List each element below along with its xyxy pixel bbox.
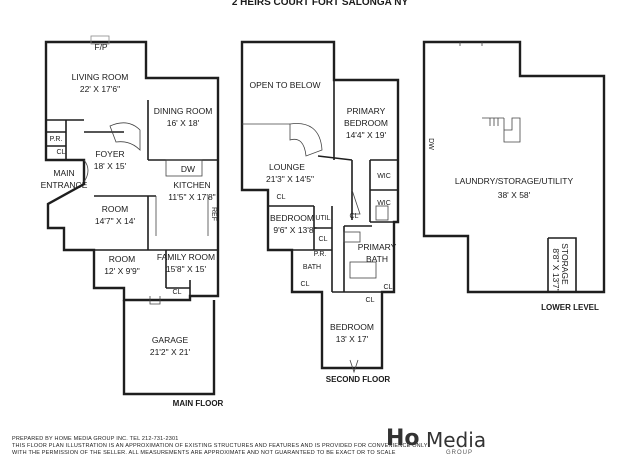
room-2-label: ROOM — [109, 254, 135, 264]
main-floor-plan — [44, 35, 220, 396]
room-2-dims: 12' X 9'9" — [104, 266, 140, 276]
dishwasher-label: DW — [181, 164, 195, 174]
kitchen-island — [165, 159, 203, 177]
closet-f-label: CL — [366, 297, 375, 304]
kitchen-label: KITCHEN — [173, 180, 210, 190]
logo-media: Media — [426, 428, 487, 452]
lower-level-plan — [422, 40, 606, 294]
bedroom-a-label: BEDROOM — [270, 213, 314, 223]
homedia-logo: Ho Media GROUP — [382, 424, 486, 460]
lounge-label: LOUNGE — [269, 162, 305, 172]
laundry-dims: 38' X 58' — [498, 190, 531, 200]
storage-label: STORAGE — [560, 243, 570, 285]
second-floor-labels: OPEN TO BELOW PRIMARY BEDROOM 14'4" X 19… — [249, 80, 396, 384]
logo-ho: Ho — [386, 426, 420, 451]
bath-label: BATH — [303, 264, 321, 271]
garage-dims: 21'2" X 21' — [150, 347, 191, 357]
wic-1-label: WIC — [377, 173, 391, 180]
bathtub — [349, 261, 377, 279]
laundry-label: LAUNDRY/STORAGE/UTILITY — [455, 176, 574, 186]
primary-bedroom-label: PRIMARY — [347, 106, 386, 116]
primary-bath-label: PRIMARY — [358, 242, 397, 252]
address-header: 2 HEIRS COURT FORT SALONGA NY — [232, 0, 409, 8]
bedroom-b-label: BEDROOM — [330, 322, 374, 332]
room-1-label: ROOM — [102, 204, 128, 214]
second-floor-plan — [240, 40, 400, 374]
foyer-label: FOYER — [95, 149, 124, 159]
main-floor-caption: MAIN FLOOR — [173, 399, 224, 408]
primary-bedroom-label-2: BEDROOM — [344, 118, 388, 128]
footer-line-2: THIS FLOOR PLAN ILLUSTRATION IS AN APPRO… — [12, 443, 428, 449]
lower-level-caption: LOWER LEVEL — [541, 303, 599, 312]
bedroom-b-dims: 13' X 17' — [336, 334, 369, 344]
kitchen-dims: 11'5" X 17'8" — [168, 192, 215, 202]
second-floor-caption: SECOND FLOOR — [326, 375, 391, 384]
open-to-below-label: OPEN TO BELOW — [249, 80, 320, 90]
logo-group: GROUP — [446, 450, 474, 456]
storage-dims: 8'8" X 13'7" — [551, 248, 561, 291]
room-1-dims: 14'7" X 14' — [95, 216, 136, 226]
wic-2-label: WIC — [377, 200, 391, 207]
primary-bedroom-dims: 14'4" X 19' — [346, 130, 387, 140]
wic-shelf — [375, 205, 389, 221]
main-entrance-label-2: ENTRANCE — [41, 180, 88, 190]
closet-label: CL — [57, 149, 66, 156]
vanity — [343, 231, 361, 243]
closet-b-label: CL — [319, 236, 328, 243]
main-entrance-label: MAIN — [53, 168, 74, 178]
dining-room-label: DINING ROOM — [154, 106, 213, 116]
dining-room-dims: 16' X 18' — [167, 118, 200, 128]
foyer-dims: 18' X 15' — [94, 161, 127, 171]
powder-room-label: P.R. — [50, 136, 63, 143]
closet-a-label: CL — [277, 194, 286, 201]
closet-2-label: CL — [173, 289, 182, 296]
main-floor-labels: F/P LIVING ROOM 22' X 17'6" DINING ROOM … — [41, 42, 224, 408]
lounge-dims: 21'3" X 14'5" — [266, 174, 314, 184]
closet-d-label: CL — [301, 281, 310, 288]
footer-line-3: WITH THE PERMISSION OF THE SELLER. ALL M… — [12, 450, 396, 456]
living-room-dims: 22' X 17'6" — [80, 84, 120, 94]
footer-line-1: PREPARED BY HOME MEDIA GROUP INC. TEL 21… — [12, 436, 179, 442]
footer-disclaimer: PREPARED BY HOME MEDIA GROUP INC. TEL 21… — [12, 436, 428, 457]
dw-lower-label: DW — [427, 138, 434, 150]
garage-label: GARAGE — [152, 335, 189, 345]
refrigerator-label: REF — [210, 207, 217, 221]
family-room-label: FAMILY ROOM — [157, 252, 215, 262]
powder-room-2-label: P.R. — [314, 251, 327, 258]
lower-level-labels: DW LAUNDRY/STORAGE/UTILITY 38' X 58' STO… — [427, 138, 599, 312]
primary-bath-label-2: BATH — [366, 254, 388, 264]
utility-label: UTIL — [315, 215, 330, 222]
closet-c-label: CL — [350, 213, 359, 220]
fireplace-hearth — [90, 35, 110, 45]
closet-e-label: CL — [384, 284, 393, 291]
family-room-dims: 15'8" X 15' — [166, 264, 207, 274]
bedroom-a-dims: 9'6" X 13'8" — [273, 225, 316, 235]
living-room-label: LIVING ROOM — [72, 72, 129, 82]
fp-label: F/P — [94, 42, 108, 52]
